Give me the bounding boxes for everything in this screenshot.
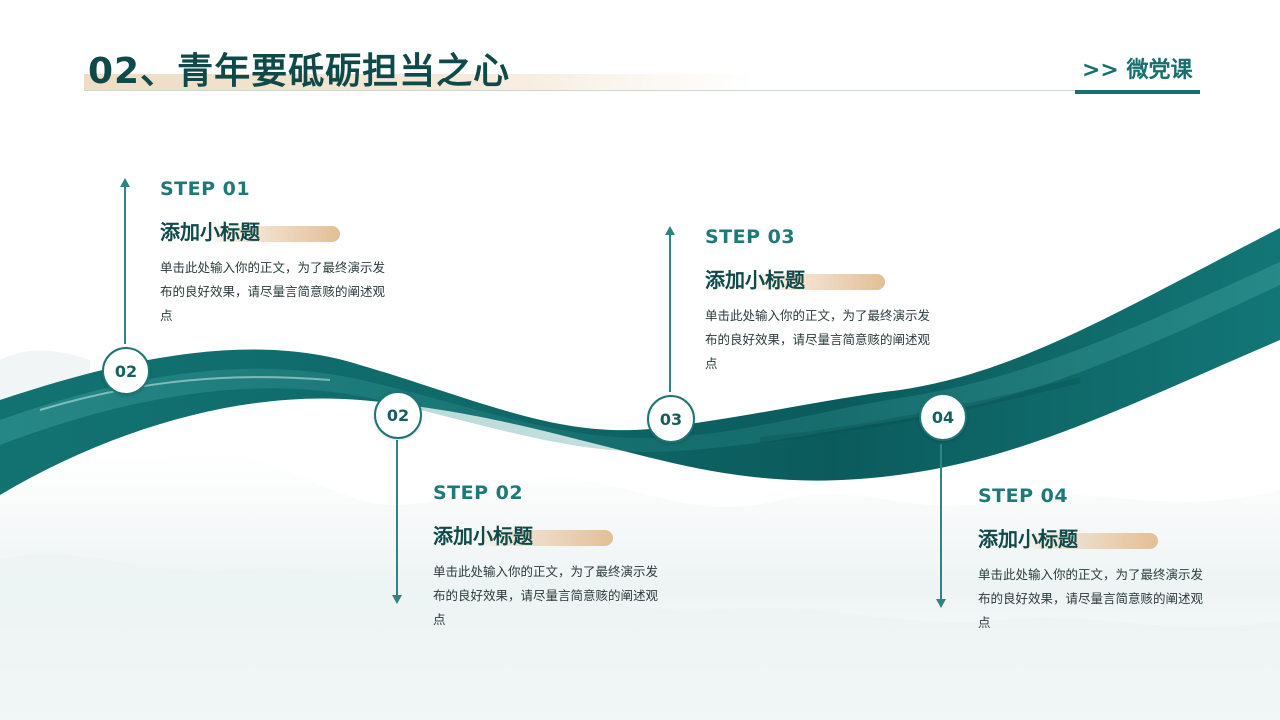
mountain-mist xyxy=(0,350,1280,720)
title-divider xyxy=(84,90,1200,91)
step-label: STEP 02 xyxy=(433,482,524,504)
page-title: 02、青年要砥砺担当之心 xyxy=(88,51,511,92)
step-title-group: 添加小标题 xyxy=(978,523,1218,551)
step-block-4: STEP 04 添加小标题 单击此处输入你的正文，为了最终演示发布的良好效果，请… xyxy=(978,484,1218,635)
section-tag: >> 微党课 xyxy=(1082,58,1193,83)
step-title-highlight xyxy=(1028,533,1158,549)
step-description: 单击此处输入你的正文，为了最终演示发布的良好效果，请尽量言简意赅的阐述观点 xyxy=(433,564,659,627)
step-node-1: 02 xyxy=(102,347,150,395)
step-label: STEP 04 xyxy=(978,485,1069,507)
step-node-4: 04 xyxy=(919,393,967,441)
step-description: 单击此处输入你的正文，为了最终演示发布的良好效果，请尽量言简意赅的阐述观点 xyxy=(978,567,1204,630)
title-highlight xyxy=(84,74,754,90)
arrow-up-icon xyxy=(665,226,675,392)
step-node-2: 02 xyxy=(374,391,422,439)
step-block-1: STEP 01 添加小标题 单击此处输入你的正文，为了最终演示发布的良好效果，请… xyxy=(160,177,400,328)
step-node-3: 03 xyxy=(647,395,695,443)
step-title: 添加小标题 xyxy=(978,527,1078,551)
arrow-down-icon xyxy=(392,440,402,604)
step-title-highlight xyxy=(755,274,885,290)
section-tag-underline xyxy=(1075,90,1200,94)
step-title-group: 添加小标题 xyxy=(433,520,673,548)
step-title-group: 添加小标题 xyxy=(160,216,400,244)
step-title-highlight xyxy=(210,226,340,242)
step-description: 单击此处输入你的正文，为了最终演示发布的良好效果，请尽量言简意赅的阐述观点 xyxy=(705,308,931,371)
arrow-down-icon xyxy=(936,444,946,608)
step-block-3: STEP 03 添加小标题 单击此处输入你的正文，为了最终演示发布的良好效果，请… xyxy=(705,225,945,376)
step-title: 添加小标题 xyxy=(160,220,260,244)
arrow-up-icon xyxy=(120,178,130,344)
step-title: 添加小标题 xyxy=(433,524,533,548)
step-title-highlight xyxy=(483,530,613,546)
step-title: 添加小标题 xyxy=(705,268,805,292)
step-label: STEP 03 xyxy=(705,226,796,248)
step-title-group: 添加小标题 xyxy=(705,264,945,292)
step-description: 单击此处输入你的正文，为了最终演示发布的良好效果，请尽量言简意赅的阐述观点 xyxy=(160,260,386,323)
step-block-2: STEP 02 添加小标题 单击此处输入你的正文，为了最终演示发布的良好效果，请… xyxy=(433,481,673,632)
step-label: STEP 01 xyxy=(160,178,251,200)
